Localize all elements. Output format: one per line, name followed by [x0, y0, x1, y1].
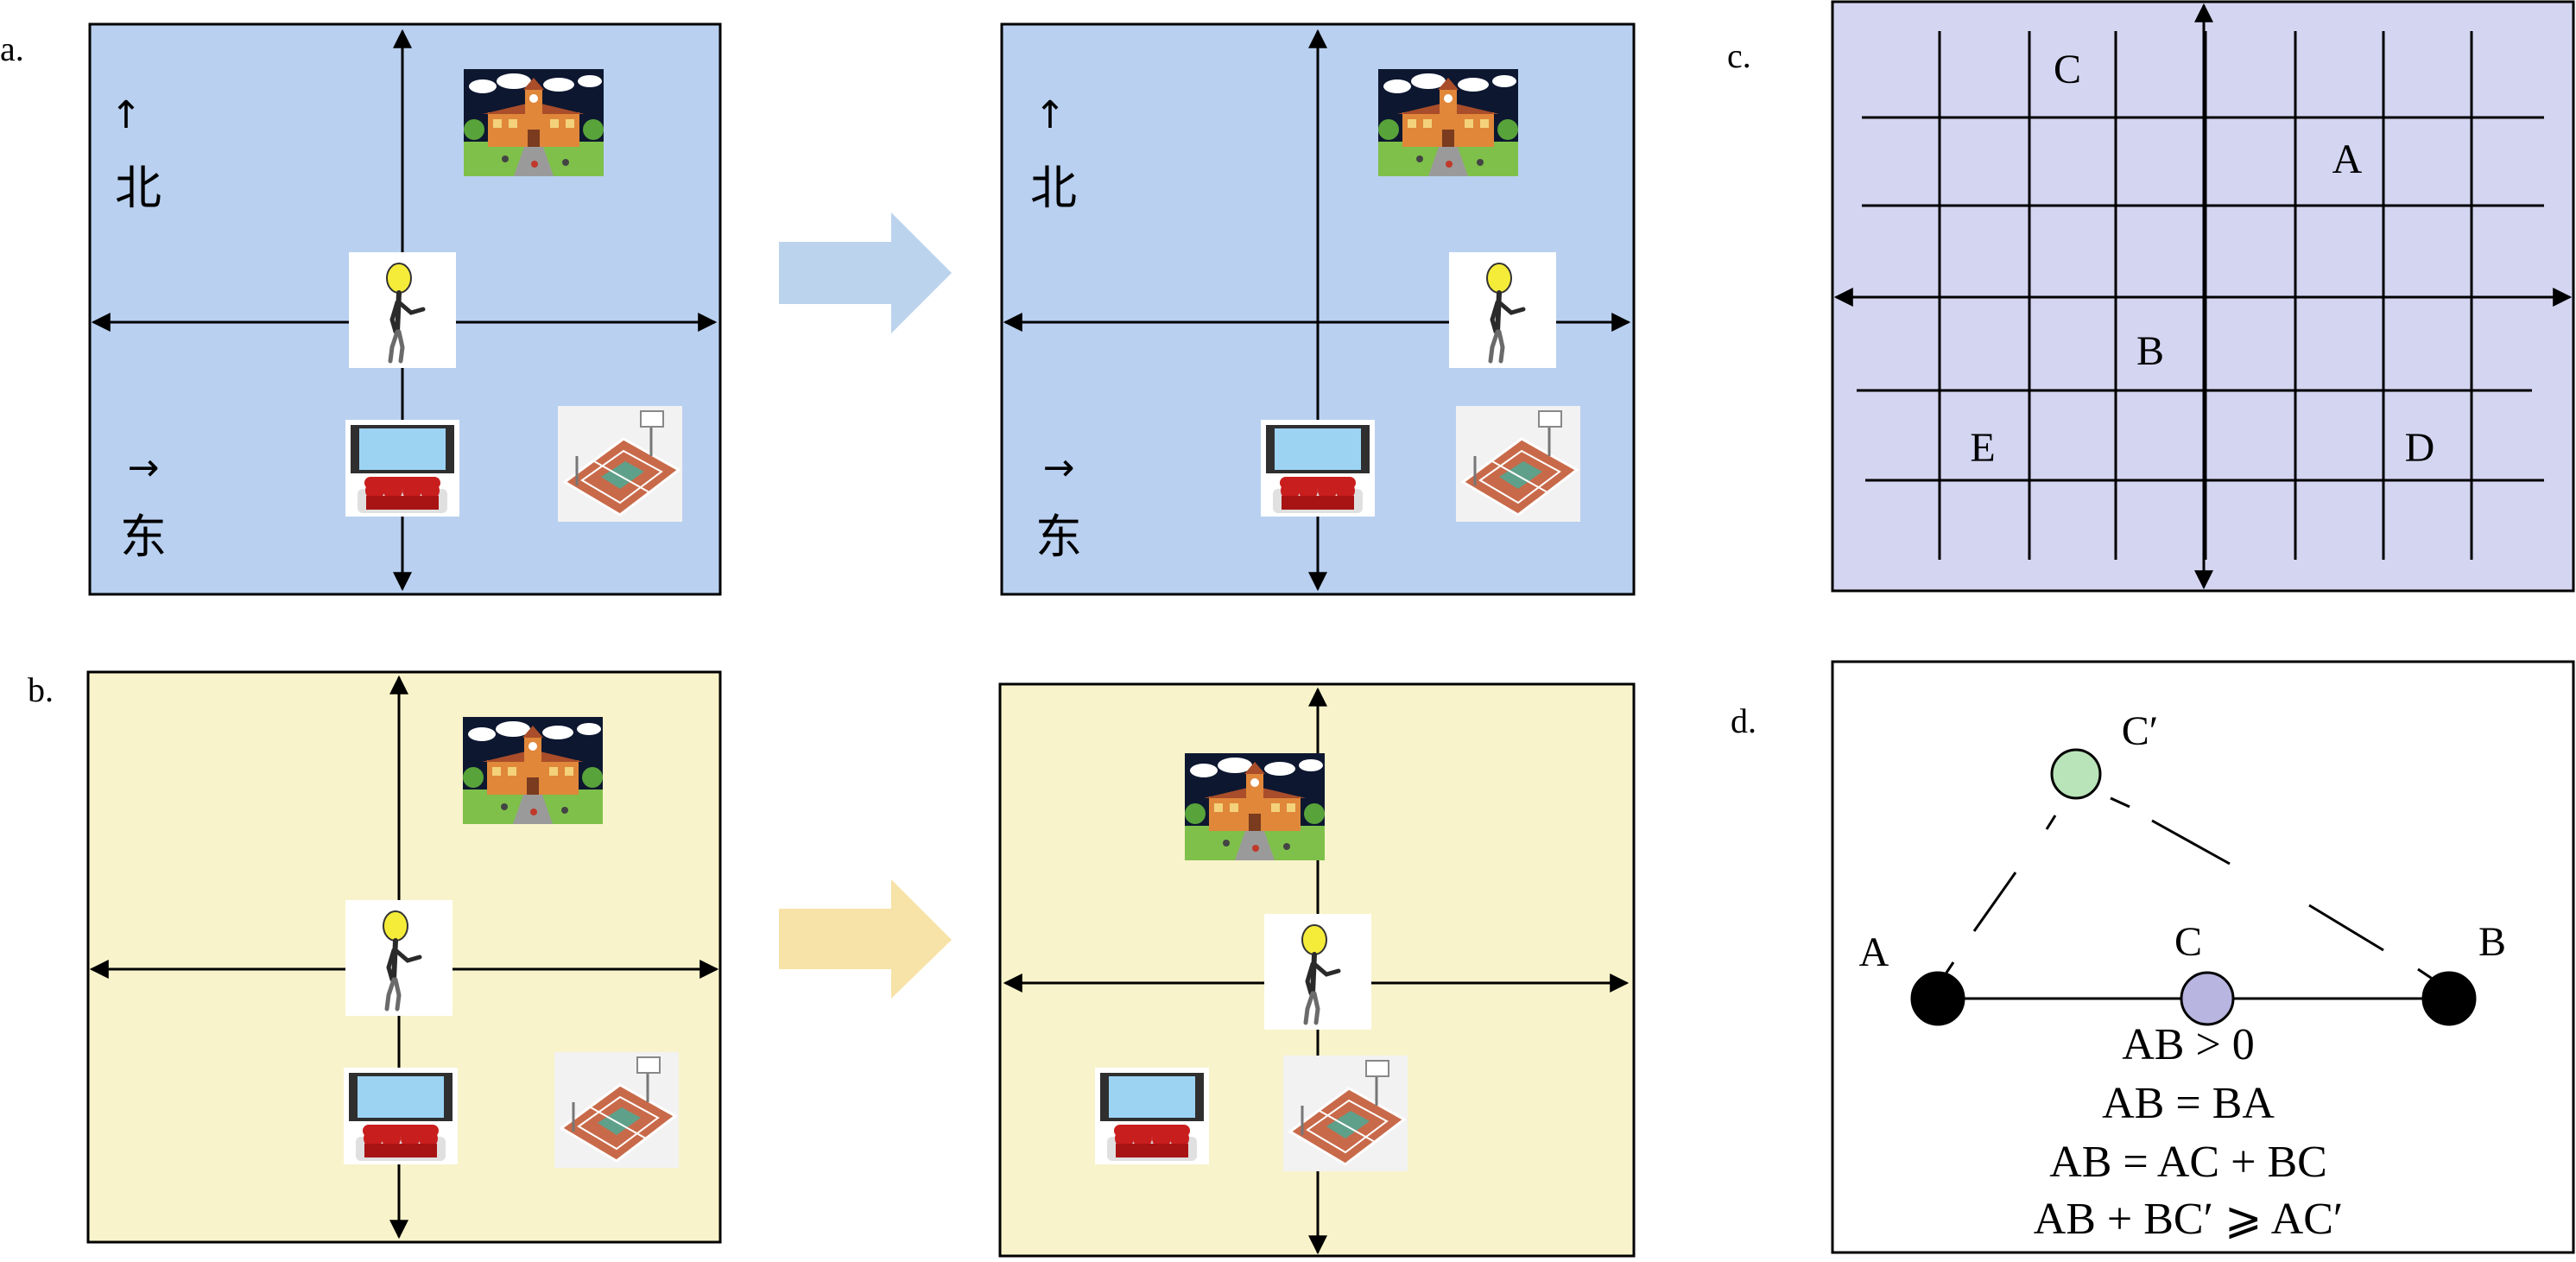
panel-d-label: d. [1731, 701, 1756, 740]
basketball-court-icon [556, 404, 684, 523]
cinema-icon [1095, 1068, 1209, 1164]
node-b [2421, 971, 2477, 1026]
cinema-icon [344, 1068, 458, 1164]
person-icon [1449, 252, 1556, 368]
school-icon [464, 69, 604, 176]
node-c-label: C [2174, 919, 2202, 965]
equation-2: AB = BA [2102, 1079, 2275, 1128]
basketball-court-icon [1282, 1054, 1409, 1173]
node-c-prime [2050, 748, 2102, 800]
cinema-icon [345, 420, 459, 517]
point-label-c: C [2054, 47, 2081, 92]
point-label-b: B [2136, 328, 2164, 374]
point-label-e: E [1970, 425, 1995, 471]
person-icon [349, 252, 456, 368]
equation-3: AB = AC + BC [2049, 1138, 2327, 1187]
north-arrow: ↑ [1035, 93, 1066, 137]
node-a [1910, 971, 1965, 1026]
north-label: 北 [115, 161, 161, 215]
point-label-d: D [2405, 425, 2435, 471]
school-icon [1378, 69, 1518, 176]
person-icon [345, 900, 453, 1016]
panel-b-label: b. [28, 670, 54, 709]
equation-1: AB > 0 [2122, 1020, 2255, 1069]
node-c-prime-label: C′ [2122, 708, 2159, 754]
basketball-court-icon [1454, 404, 1582, 523]
school-icon [1185, 753, 1325, 860]
transition-arrow-b [779, 879, 952, 999]
east-label: 东 [120, 510, 167, 564]
east-label: 东 [1035, 510, 1082, 564]
panel-d: d. C′ A C B AB > 0 AB = BA AB = AC + BC … [1731, 660, 2575, 1254]
basketball-court-icon [553, 1050, 680, 1170]
north-arrow: ↑ [111, 93, 142, 137]
panel-c-label: c. [1727, 36, 1751, 75]
equation-4: AB + BC′ ⩾ AC′ [2034, 1195, 2344, 1244]
panel-d-box [1831, 660, 2575, 1254]
panel-a-label: a. [0, 29, 24, 68]
cinema-icon [1261, 420, 1375, 517]
person-icon [1264, 914, 1371, 1030]
north-label: 北 [1030, 161, 1077, 215]
east-arrow: → [1043, 446, 1075, 490]
panel-c: c. C A B E D [1727, 0, 2575, 593]
panel-b: b. [28, 670, 1636, 1258]
node-b-label: B [2478, 919, 2506, 965]
transition-arrow-a [779, 212, 952, 333]
east-arrow: → [128, 446, 160, 490]
point-label-a: A [2332, 136, 2363, 182]
node-c [2180, 971, 2235, 1026]
panel-a: a. ↑ 北 → 东 ↑ 北 → 东 [0, 22, 1636, 596]
dashed-path-bc-prime [2110, 796, 2434, 981]
node-a-label: A [1859, 929, 1889, 975]
school-icon [463, 717, 603, 824]
